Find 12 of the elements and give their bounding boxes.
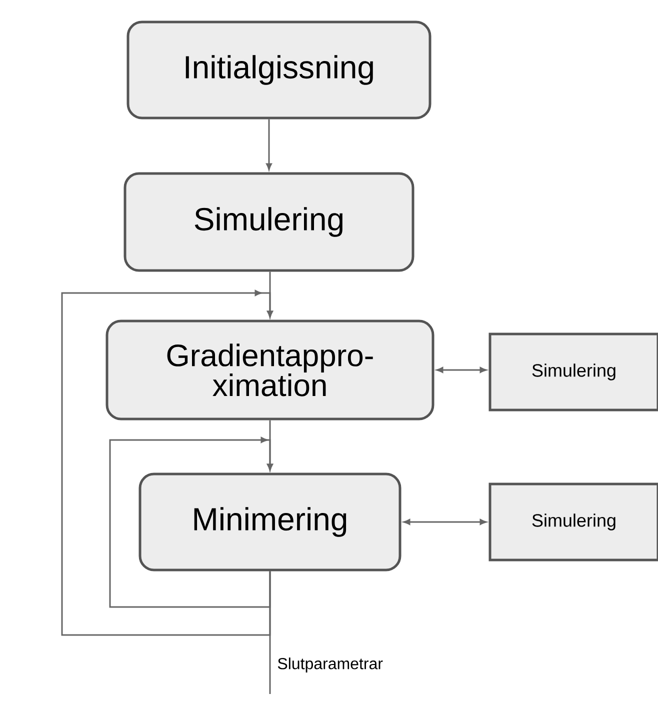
process-box: Minimering (138, 472, 402, 572)
arrow (436, 367, 486, 373)
simulation-box: Simulering (488, 332, 658, 412)
process-box: Simulering (124, 172, 414, 272)
arrow (109, 437, 273, 608)
simulation-box: Simulering (488, 482, 658, 562)
arrow (266, 119, 272, 170)
arrow (61, 290, 273, 636)
process-box: Initialgissning (126, 20, 432, 120)
process-box: Gradientappro- ximation (106, 320, 434, 420)
arrow (403, 519, 486, 525)
edge-label: Slutparametrar (278, 658, 383, 672)
